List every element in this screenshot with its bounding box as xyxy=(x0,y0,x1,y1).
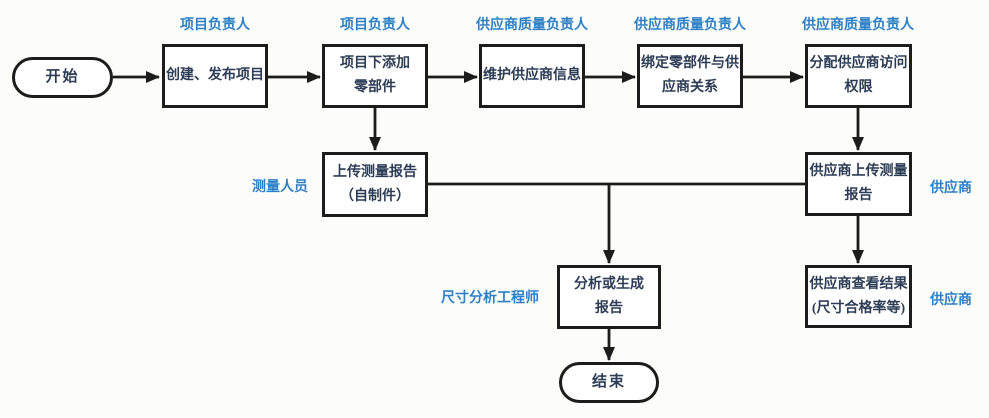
node-end: 结束 xyxy=(559,362,659,403)
node-maintain-supplier-info: 维护供应商信息 xyxy=(479,44,585,108)
node-supplier-upload-measure-report: 供应商上传测量 报告 xyxy=(805,152,912,216)
role-label-analyze-or-generate-report: 尺寸分析工程师 xyxy=(441,291,539,306)
role-label-maintain-supplier-info: 供应商质量负责人 xyxy=(476,18,588,33)
role-label-bind-parts-supplier-relation: 供应商质量负责人 xyxy=(634,18,746,33)
node-add-parts-to-project: 项目下添加 零部件 xyxy=(322,44,428,108)
role-label-upload-measure-report-self-made: 测量人员 xyxy=(252,180,308,195)
role-label-supplier-upload-measure-report: 供应商 xyxy=(930,181,972,196)
role-label-add-parts-to-project: 项目负责人 xyxy=(340,18,410,33)
role-label-create-publish-project: 项目负责人 xyxy=(180,18,250,33)
node-bind-parts-supplier-relation: 绑定零部件与供 应商关系 xyxy=(637,44,743,108)
node-upload-measure-report-self-made: 上传测量报告 （自制件） xyxy=(322,152,428,217)
node-assign-supplier-access: 分配供应商访问 权限 xyxy=(805,44,912,108)
node-analyze-or-generate-report: 分析或生成 报告 xyxy=(557,265,661,329)
role-label-assign-supplier-access: 供应商质量负责人 xyxy=(802,18,914,33)
node-start: 开始 xyxy=(12,57,113,98)
role-label-supplier-view-results: 供应商 xyxy=(930,293,972,308)
node-create-publish-project: 创建、发布项目 xyxy=(162,44,268,108)
node-supplier-view-results: 供应商查看结果 (尺寸合格率等) xyxy=(805,265,912,328)
